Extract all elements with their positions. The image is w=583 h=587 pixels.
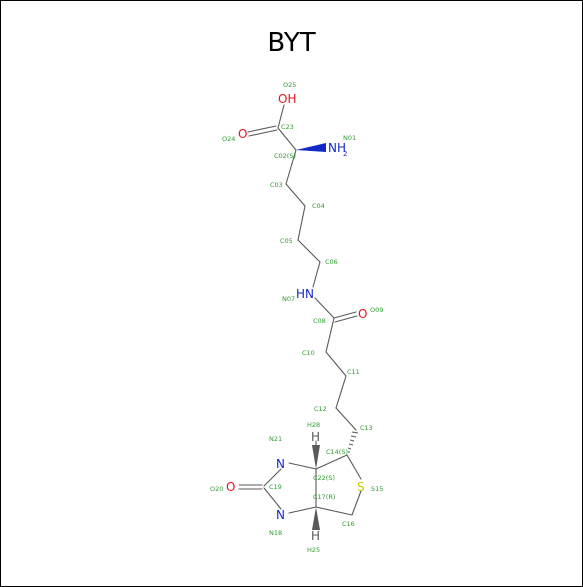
bond-c08-c10 [325, 317, 335, 353]
element-h-h25: H [311, 529, 320, 543]
atom-label-o24: O24 [222, 135, 235, 143]
bond-c10-c11 [325, 351, 347, 377]
atom-label-n21: N21 [269, 435, 282, 443]
bond-n21-c19 [263, 468, 282, 487]
atom-label-h25: H25 [307, 546, 320, 554]
atom-label-h28: H28 [307, 421, 320, 429]
hash-c14-c13 [347, 431, 359, 453]
bond-c23-c02 [277, 127, 297, 151]
atom-label-c05: C05 [280, 237, 293, 245]
bond-c06-n07 [312, 261, 321, 288]
atom-label-c13: C13 [360, 424, 373, 432]
element-nh2-subscript: 2 [343, 150, 347, 158]
element-n-n18: N [276, 508, 285, 522]
atom-label-o20: O20 [210, 485, 223, 493]
atom-label-c16: C16 [342, 520, 355, 528]
atom-label-n18: N18 [269, 529, 282, 537]
bond-c23-o25 [277, 104, 285, 129]
bond-c08-o09-b [334, 315, 358, 323]
bond-c23-o24-b [248, 129, 278, 137]
atom-label-c14: C14(S) [326, 448, 348, 456]
element-o-o20: O [226, 480, 235, 494]
bond-c08-o09-a [333, 311, 357, 319]
wedge-c17-h25 [312, 507, 320, 530]
atom-label-c03: C03 [270, 181, 283, 189]
atom-label-o09: O09 [370, 306, 383, 314]
atom-label-c23: C23 [281, 123, 294, 131]
element-s-s15: S [357, 480, 365, 494]
bond-c02-c03 [285, 149, 297, 185]
bond-c17-n18 [288, 506, 317, 514]
bond-c05-c06 [297, 239, 321, 263]
element-o-o09: O [358, 307, 367, 321]
bond-c11-c12 [335, 375, 347, 409]
atom-label-c12: C12 [314, 405, 327, 413]
bond-c23-o24-a [247, 125, 277, 133]
atom-label-c02: C02(S) [274, 152, 296, 160]
bond-n18-c19 [263, 487, 282, 510]
wedge-c22-h28 [312, 445, 320, 469]
bond-c22-n21 [288, 462, 317, 470]
element-nh2: NH [328, 141, 346, 155]
element-symbols: OH O NH 2 HN O H N O S N H [226, 92, 367, 543]
atom-label-n07: N07 [282, 295, 295, 303]
atom-label-c10: C10 [302, 349, 315, 357]
bond-c03-c04 [285, 183, 306, 207]
bond-c16-c17 [315, 506, 353, 516]
atom-label-c19: C19 [269, 483, 282, 491]
element-oh: OH [278, 92, 296, 106]
bond-c04-c05 [297, 205, 306, 241]
element-hn: HN [296, 287, 314, 301]
atom-label-c08: C08 [313, 317, 326, 325]
bond-c22-c14 [315, 454, 348, 470]
molecule-title: BYT [267, 28, 316, 58]
bonds [238, 104, 362, 516]
bond-c12-c13 [335, 407, 357, 431]
bond-s15-c16 [351, 490, 362, 516]
element-o-o24: O [238, 127, 247, 141]
element-n-n21: N [276, 457, 285, 471]
bond-n07-c08 [314, 297, 335, 319]
atom-label-c06: C06 [325, 258, 338, 266]
element-h-h28: H [311, 430, 320, 444]
atom-label-o25: O25 [283, 81, 296, 89]
atom-label-c22: C22(S) [313, 474, 335, 482]
atom-label-s15: S15 [371, 485, 383, 493]
atom-label-n01: N01 [343, 134, 356, 142]
wedge-c02-n01 [296, 143, 326, 152]
atom-label-c11: C11 [347, 368, 360, 376]
bond-c14-s15 [346, 454, 362, 480]
atom-labels: O25 C23 O24 N01 C02(S) C03 C04 C05 C06 N… [210, 81, 383, 554]
atom-label-c04: C04 [312, 202, 325, 210]
atom-label-c17: C17(R) [313, 493, 335, 501]
